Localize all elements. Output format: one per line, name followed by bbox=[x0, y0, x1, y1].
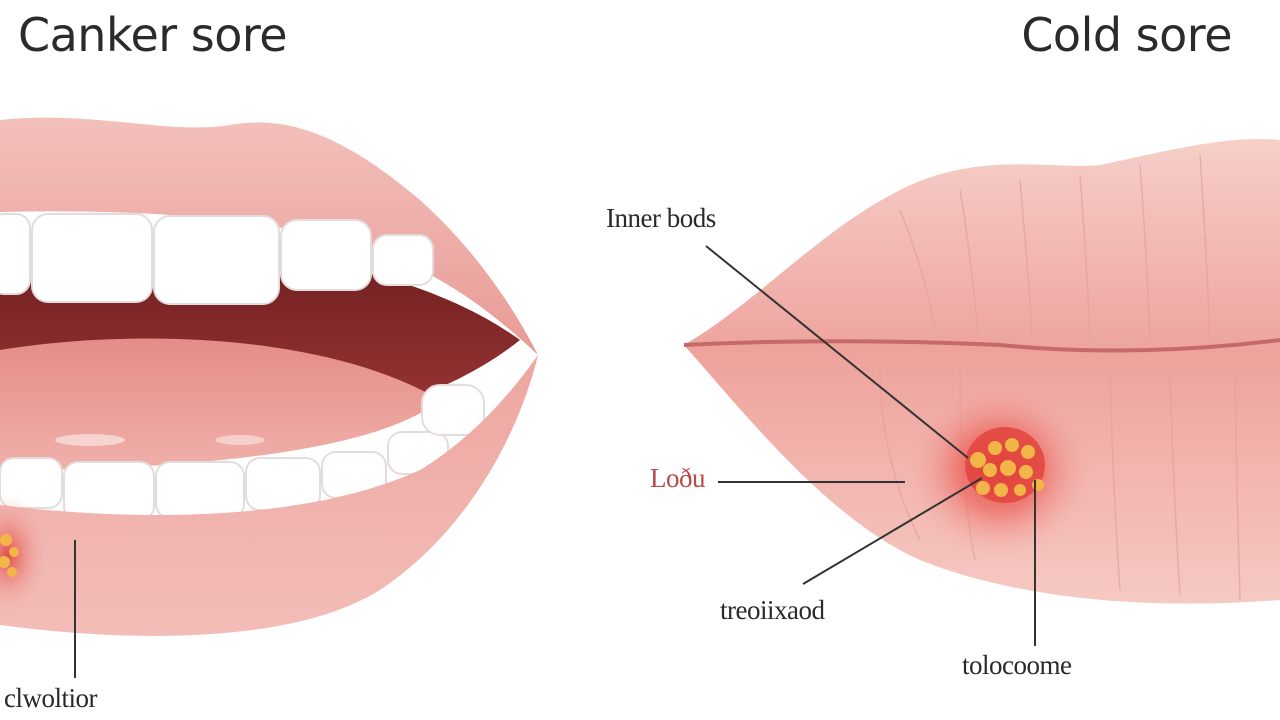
cold-sore-title: Cold sore bbox=[1021, 8, 1232, 62]
open-mouth bbox=[0, 117, 538, 678]
blisters bbox=[970, 438, 1044, 497]
label-bottom-right: tolocoome bbox=[962, 650, 1072, 680]
label-bottom-left: clwoltior bbox=[4, 683, 97, 713]
label-inner-bods: Inner bods bbox=[606, 203, 716, 233]
label-treated: treoiixaod bbox=[720, 595, 825, 625]
label-loss: Loðu bbox=[650, 463, 706, 493]
canker-sore-title: Canker sore bbox=[18, 8, 288, 62]
closed-lips bbox=[683, 139, 1280, 604]
leader-lines bbox=[705, 245, 1036, 646]
canker-sore bbox=[0, 495, 48, 615]
